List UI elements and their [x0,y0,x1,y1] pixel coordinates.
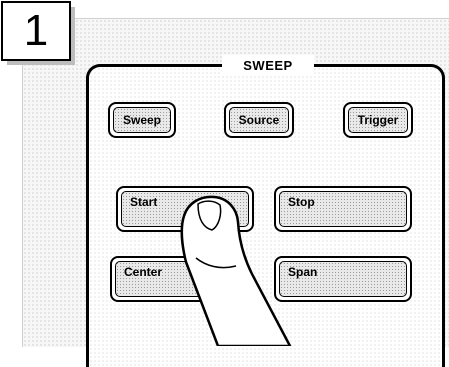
pressing-finger-icon [0,0,449,346]
